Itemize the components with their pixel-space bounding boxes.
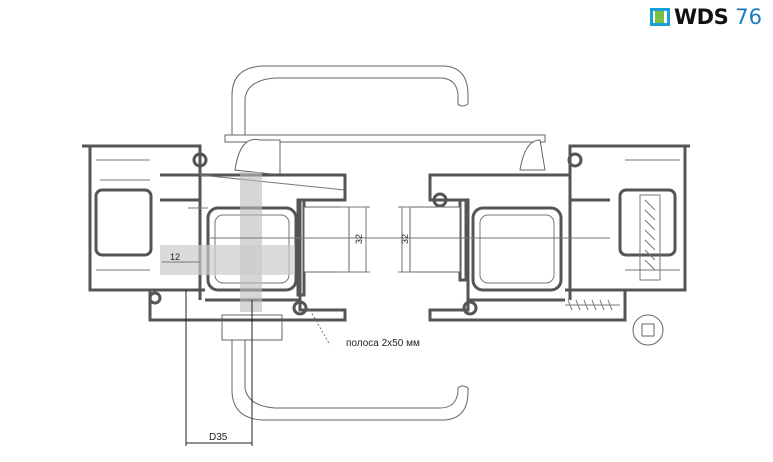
left-dimension-label: 32 bbox=[354, 234, 364, 244]
left-sash-profile bbox=[82, 144, 347, 322]
lock-bar bbox=[160, 245, 295, 275]
right-dimension-line bbox=[398, 206, 412, 273]
strip-note: полоса 2х50 мм bbox=[346, 338, 420, 349]
right-dimension-label: 32 bbox=[400, 234, 410, 244]
wds76-logo: WDS 76 bbox=[650, 5, 762, 29]
handle-neck-top bbox=[224, 134, 546, 143]
spindle bbox=[240, 172, 262, 312]
logo-brand: WDS bbox=[674, 5, 729, 29]
handle-distance-dimension bbox=[185, 290, 253, 446]
strip-leader-line bbox=[309, 309, 331, 346]
right-sash-profile bbox=[428, 144, 690, 322]
top-handle bbox=[231, 65, 469, 141]
left-dimension-line bbox=[340, 206, 370, 273]
spring-mechanism bbox=[639, 194, 661, 281]
logo-series: 76 bbox=[735, 5, 762, 29]
handle-distance-label: D35 bbox=[209, 432, 228, 443]
bottom-handle bbox=[231, 319, 469, 421]
offset-dimension-label: 12 bbox=[170, 252, 180, 262]
logo-window-icon bbox=[650, 8, 670, 26]
right-strip bbox=[458, 198, 468, 282]
